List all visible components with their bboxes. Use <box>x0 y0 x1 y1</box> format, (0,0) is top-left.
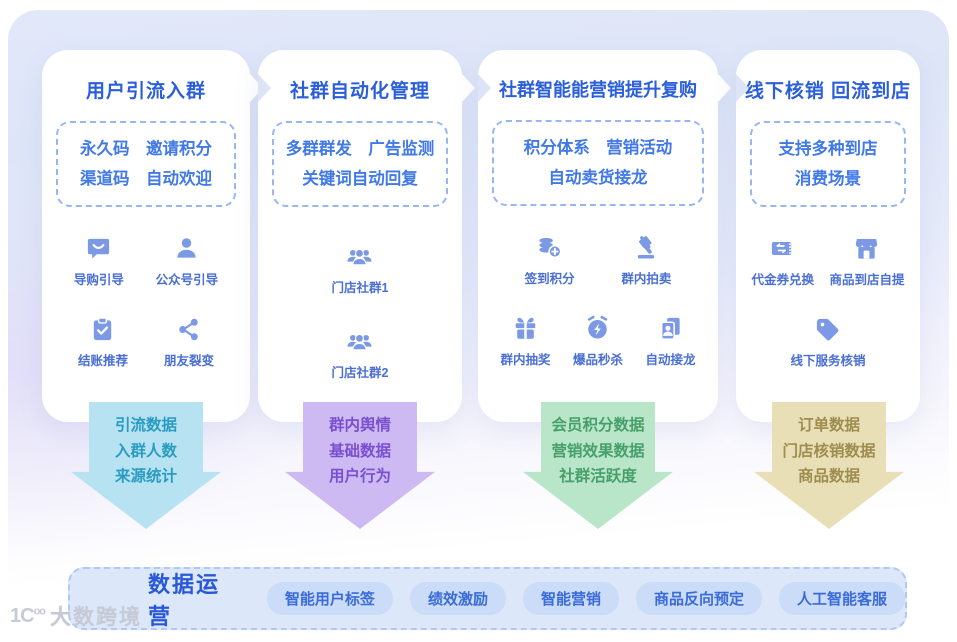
tag-line: 关键词自动回复 <box>302 170 418 188</box>
arrow-line: 引流数据 <box>114 417 177 434</box>
feature-label: 爆品秒杀 <box>572 353 623 367</box>
tag-box: 积分体系 营销活动 自动卖货接龙 <box>492 120 704 206</box>
clipboard-check-icon <box>89 316 116 343</box>
arrow-line: 营销效果数据 <box>551 442 645 460</box>
feature-item: 朋友裂变 <box>164 316 214 369</box>
voucher-icon <box>769 235 796 262</box>
gavel-icon <box>633 234 660 261</box>
card-title: 社群自动化管理 <box>289 81 430 102</box>
feature-item: 线下服务核销 <box>790 316 866 369</box>
feature-label: 代金券兑换 <box>751 273 814 287</box>
card-user-acquisition: 用户引流入群 永久码 邀请积分 渠道码 自动欢迎 导购引导 公众号引导 <box>42 50 263 422</box>
feature-label: 门店社群1 <box>331 281 389 295</box>
footer-tag-smart-marketing: 智能营销 <box>522 582 619 615</box>
footer-tag-reverse-booking: 商品反向预定 <box>635 582 762 615</box>
feature-item: 门店社群1 <box>331 243 389 296</box>
footer-tag-ai-service: 人工智能客服 <box>778 582 905 615</box>
feature-label: 结账推荐 <box>77 354 128 368</box>
feature-label: 线下服务核销 <box>790 354 866 368</box>
flow-chevron-notch-icon <box>478 74 491 102</box>
tag-line: 永久码 邀请积分 <box>80 140 212 158</box>
feature-label: 导购引导 <box>73 273 124 287</box>
tag-line: 渠道码 自动欢迎 <box>80 170 212 188</box>
tag-line: 自动卖货接龙 <box>548 169 648 187</box>
coins-icon <box>536 234 563 261</box>
tag-box: 永久码 邀请积分 渠道码 自动欢迎 <box>56 121 236 207</box>
card-title: 用户引流入群 <box>85 81 206 102</box>
feature-item: 爆品秒杀 <box>573 315 623 368</box>
feature-item: 商品到店自提 <box>829 235 905 288</box>
tag-box: 多群群发 广告监测 关键词自动回复 <box>272 121 448 207</box>
group-icon <box>346 328 373 355</box>
feature-item: 签到积分 <box>525 234 575 287</box>
guide-chat-icon <box>85 235 112 262</box>
data-arrow-automation: 群内舆情 基础数据 用户行为 <box>285 402 435 529</box>
card-community-automation: 社群自动化管理 多群群发 广告监测 关键词自动回复 门店社群1 门店社群2 <box>258 50 475 422</box>
feature-label: 门店社群2 <box>331 366 389 380</box>
tag-line: 消费场景 <box>795 170 861 188</box>
storefront-icon <box>853 235 880 262</box>
arrow-line: 来源统计 <box>114 468 177 485</box>
arrow-line: 用户行为 <box>328 468 391 485</box>
feature-item: 代金券兑换 <box>751 235 814 288</box>
watermark-text: 大数跨境 <box>50 606 143 629</box>
feature-item: 群内拍卖 <box>621 234 671 287</box>
feature-label: 自动接龙 <box>645 353 696 367</box>
footer-tag-performance-incentive: 绩效激励 <box>409 582 506 615</box>
data-operation-bar: 数据运营 智能用户标签 绩效激励 智能营销 商品反向预定 人工智能客服 <box>68 567 907 630</box>
price-tag-icon <box>814 316 841 343</box>
arrow-line: 订单数据 <box>797 417 860 434</box>
feature-item: 群内抽奖 <box>500 315 551 368</box>
arrow-line: 群内舆情 <box>328 417 391 434</box>
card-smart-marketing: 社群智能能营销提升复购 积分体系 营销活动 自动卖货接龙 签到积分 群内拍卖 <box>478 50 731 422</box>
feature-item: 自动接龙 <box>645 315 696 368</box>
watermark-logo-icon: 1Coo <box>10 604 46 627</box>
arrow-line: 社群活跃度 <box>559 468 637 485</box>
flow-chevron-icon <box>718 74 731 102</box>
feature-label: 群内拍卖 <box>621 272 672 286</box>
feature-label: 朋友裂变 <box>163 354 214 368</box>
flow-chevron-notch-icon <box>258 74 271 102</box>
flow-chevron-icon <box>462 74 475 102</box>
card-title: 社群智能能营销提升复购 <box>499 80 697 100</box>
feature-label: 公众号引导 <box>155 273 219 287</box>
tag-line: 积分体系 营销活动 <box>523 139 673 157</box>
arrow-line: 门店核销数据 <box>782 442 876 460</box>
arrow-line: 基础数据 <box>328 442 391 460</box>
watermark: 1Coo 大数跨境 <box>10 601 142 631</box>
feature-item: 导购引导 <box>74 235 124 288</box>
arrow-line: 商品数据 <box>797 468 860 485</box>
feature-label: 群内抽奖 <box>500 353 551 367</box>
footer-tag-smart-user-label: 智能用户标签 <box>266 582 393 615</box>
arrow-line: 入群人数 <box>114 442 177 460</box>
feature-item: 结账推荐 <box>78 316 128 369</box>
feature-label: 签到积分 <box>524 272 575 286</box>
feature-label: 商品到店自提 <box>829 273 905 287</box>
feature-item: 公众号引导 <box>155 235 219 288</box>
card-title: 线下核销 回流到店 <box>744 81 912 102</box>
alarm-flash-icon <box>584 315 611 342</box>
person-icon <box>173 235 200 262</box>
group-icon <box>346 243 373 270</box>
card-offline-redemption: 线下核销 回流到店 支持多种到店 消费场景 代金券兑换 商品到店自提 <box>736 50 920 422</box>
arrow-line: 会员积分数据 <box>551 417 645 434</box>
tag-box: 支持多种到店 消费场景 <box>750 121 906 207</box>
gift-icon <box>512 315 539 342</box>
flow-chevron-notch-icon <box>736 74 749 102</box>
share-icon <box>175 316 202 343</box>
cards-person-icon <box>657 315 684 342</box>
footer-title: 数据运营 <box>148 571 221 629</box>
tag-line: 多群群发 广告监测 <box>285 140 435 158</box>
tag-line: 支持多种到店 <box>778 140 878 158</box>
feature-item: 门店社群2 <box>331 328 389 381</box>
